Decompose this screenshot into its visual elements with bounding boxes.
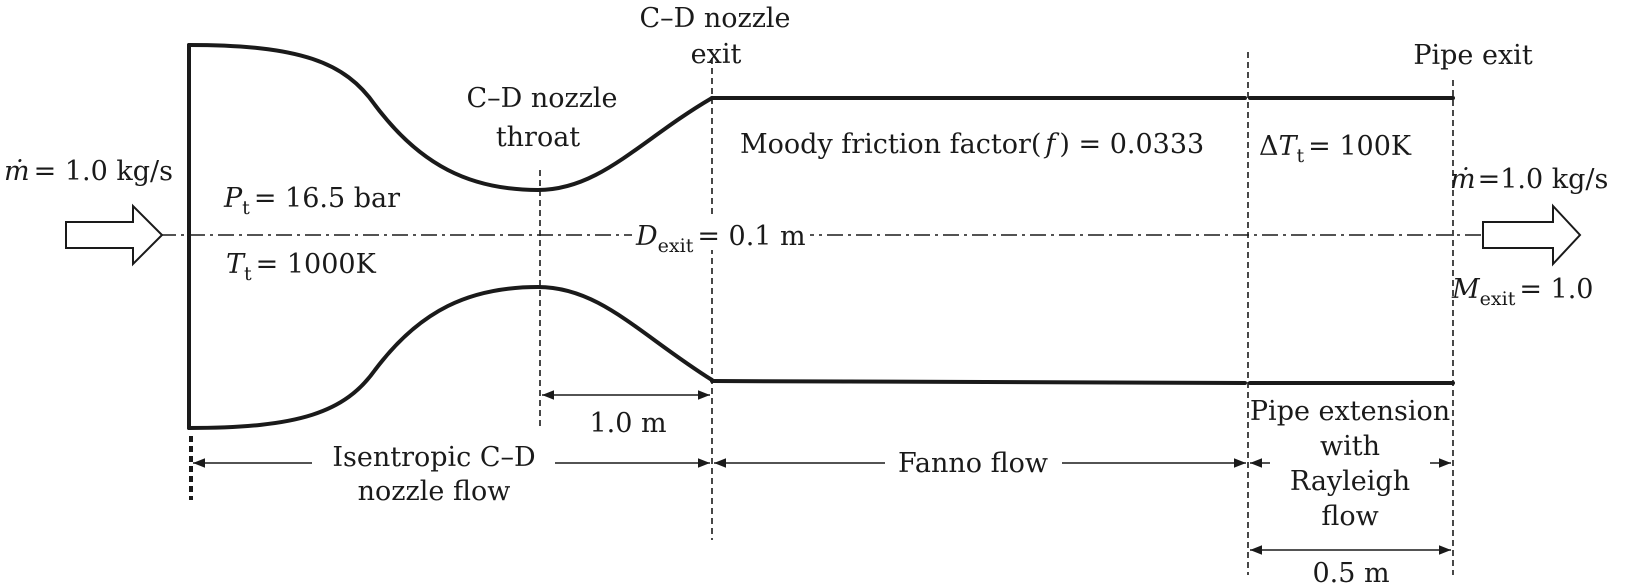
moody-friction-label: Moody friction factor(f) = 0.0333 [740, 129, 1204, 160]
extension-label-line4: flow [1321, 501, 1378, 532]
isentropic-label-line2: nozzle flow [358, 476, 511, 507]
extension-label-line1: Pipe extension [1250, 396, 1450, 427]
throat-label-line1: C–D nozzle [466, 83, 617, 114]
throat-exit-length-label: 1.0 m [589, 408, 666, 439]
outlet-mass-flow-label: ṁ=1.0 kg/s [1450, 164, 1608, 195]
throat-label-line2: throat [496, 122, 580, 153]
delta-temperature-label: ΔTt= 100K [1259, 131, 1412, 167]
diameter-label-mask [632, 216, 810, 250]
dimension-lines [193, 390, 1451, 555]
extension-label-line2: with [1320, 431, 1380, 462]
nozzle-exit-label-line1: C–D nozzle [639, 3, 790, 34]
exit-mach-label: Mexit= 1.0 [1451, 274, 1593, 310]
pipe-exit-label: Pipe exit [1413, 40, 1532, 71]
lower-pipe-wall [710, 379, 1247, 385]
total-pressure-label: Pt= 16.5 bar [223, 183, 400, 219]
extension-label-line3: Rayleigh [1290, 466, 1410, 497]
nozzle-walls [187, 43, 1455, 430]
total-temperature-label: Tt= 1000K [226, 249, 377, 285]
extension-length-label: 0.5 m [1312, 558, 1389, 586]
inlet-mass-flow-label: ṁ= 1.0 kg/s [4, 156, 173, 187]
inlet-flow-arrow [65, 203, 164, 267]
isentropic-label-line1: Isentropic C–D [332, 442, 535, 473]
outlet-flow-arrow [1482, 203, 1582, 267]
lower-nozzle-contour [187, 285, 714, 430]
upper-nozzle-contour [187, 43, 714, 192]
nozzle-exit-label-line2: exit [691, 39, 742, 70]
fanno-flow-label: Fanno flow [898, 448, 1048, 479]
exit-diameter-label: Dexit= 0.1 m [635, 221, 806, 257]
reference-lines [160, 52, 1485, 575]
